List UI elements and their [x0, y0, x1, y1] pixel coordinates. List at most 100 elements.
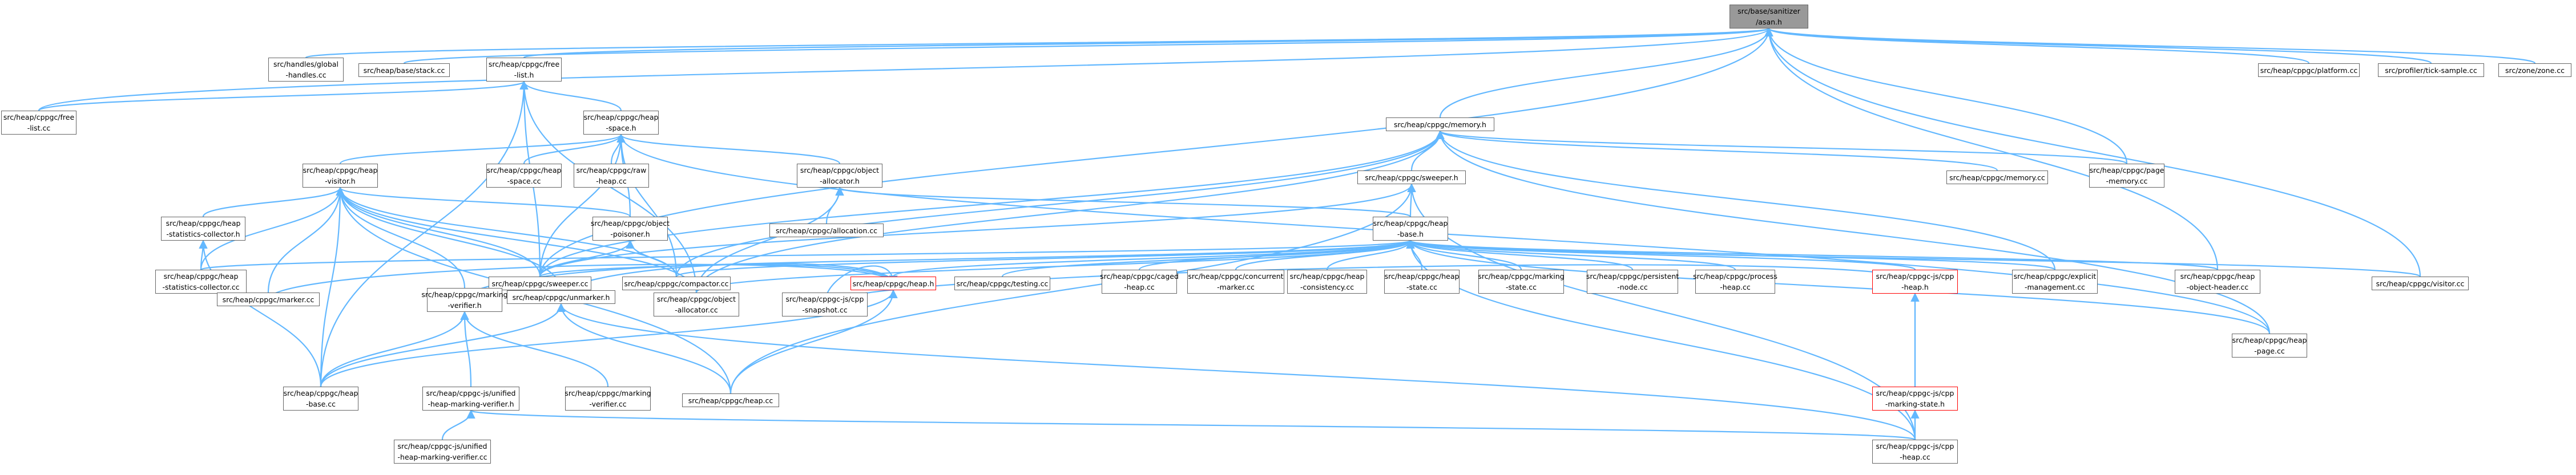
node-label: src/heap/cppgc/memory.cc: [1949, 173, 2045, 182]
node-label: src/base/sanitizer /asan.h: [1738, 7, 1800, 26]
node-object-allocator-h[interactable]: src/heap/cppgc/object -allocator.h: [797, 164, 882, 188]
node-asan[interactable]: src/base/sanitizer /asan.h: [1730, 5, 1808, 29]
node-label: src/heap/cppgc/object -poisoner.h: [590, 219, 670, 238]
node-cpp-heap-cc[interactable]: src/heap/cppgc-js/cpp -heap.cc: [1872, 440, 1958, 464]
node-heap-consistency-cc[interactable]: src/heap/cppgc/heap -consistency.cc: [1287, 270, 1367, 294]
node-stats-collector-cc[interactable]: src/heap/cppgc/heap -statistics-collecto…: [155, 270, 247, 294]
node-cpp-heap-h[interactable]: src/heap/cppgc-js/cpp -heap.h: [1872, 270, 1958, 294]
node-marking-state-cc[interactable]: src/heap/cppgc/marking -state.cc: [1478, 270, 1565, 294]
node-heap-page-cc[interactable]: src/heap/cppgc/heap -page.cc: [2232, 334, 2307, 358]
edge-page_memory_cc-to-memory_h: [1436, 130, 2128, 165]
edge-memory_h-to-asan: [1439, 27, 1773, 118]
node-memory-h[interactable]: src/heap/cppgc/memory.h: [1386, 117, 1494, 131]
edge-cpp_heap_cc-to-unmarker_h: [557, 303, 1916, 440]
node-label: src/heap/base/stack.cc: [363, 66, 445, 75]
node-free-list-h[interactable]: src/heap/cppgc/free -list.h: [486, 58, 562, 82]
node-compactor-cc[interactable]: src/heap/cppgc/compactor.cc: [622, 277, 731, 290]
node-label: src/heap/cppgc-js/unified -heap-marking-…: [397, 442, 487, 461]
node-label: src/heap/cppgc-js/cpp -snapshot.cc: [785, 295, 864, 314]
node-zone-cc[interactable]: src/zone/zone.cc: [2498, 63, 2571, 77]
edge-compactor_cc-to-heap_base_h: [675, 239, 1415, 278]
edge-caged_heap_cc-to-heap_base_h: [1138, 239, 1415, 271]
node-label: src/heap/cppgc/heap -state.cc: [1384, 272, 1460, 291]
node-label: src/zone/zone.cc: [2505, 66, 2565, 75]
edge-process_heap_cc-to-heap_base_h: [1406, 239, 1736, 271]
node-allocation-cc[interactable]: src/heap/cppgc/allocation.cc: [769, 224, 884, 237]
node-tick-sample[interactable]: src/profiler/tick-sample.cc: [2378, 63, 2484, 77]
node-label: src/heap/cppgc/persistent -node.cc: [1586, 272, 1679, 291]
node-raw-heap-cc[interactable]: src/heap/cppgc/raw -heap.cc: [574, 164, 649, 188]
node-label: src/heap/cppgc/heap -object-header.cc: [2180, 272, 2255, 291]
node-label: src/heap/cppgc/page -memory.cc: [2089, 166, 2164, 185]
node-label: src/heap/cppgc/object -allocator.h: [800, 166, 880, 185]
node-object-header-cc[interactable]: src/heap/cppgc/heap -object-header.cc: [2175, 270, 2260, 294]
node-stats-collector-h[interactable]: src/heap/cppgc/heap -statistics-collecto…: [161, 217, 245, 241]
node-sweeper-cc[interactable]: src/heap/cppgc/sweeper.cc: [489, 277, 591, 290]
node-unmarker-h[interactable]: src/heap/cppgc/unmarker.h: [507, 290, 615, 304]
edge-global_handles-to-asan: [305, 27, 1773, 59]
node-testing-cc[interactable]: src/heap/cppgc/testing.cc: [954, 277, 1050, 290]
edge-marker_cc-to-heap_h: [267, 263, 898, 300]
edge-object_allocator_cc-to-memory_h: [695, 130, 1445, 293]
node-marking-verifier-cc[interactable]: src/heap/cppgc/marking -verifier.cc: [565, 387, 651, 411]
node-label: src/heap/cppgc/sweeper.cc: [491, 279, 588, 288]
node-heap-cc[interactable]: src/heap/cppgc/heap.cc: [682, 393, 779, 407]
node-free-list-cc[interactable]: src/heap/cppgc/free -list.cc: [1, 111, 76, 135]
node-label: src/heap/cppgc/marking -state.cc: [1478, 272, 1565, 291]
node-label: src/heap/cppgc/explicit -management.cc: [2013, 272, 2097, 291]
node-visitor-cc[interactable]: src/heap/cppgc/visitor.cc: [2372, 277, 2469, 290]
node-heap-state-cc[interactable]: src/heap/cppgc/heap -state.cc: [1384, 270, 1460, 294]
node-platform-cc[interactable]: src/heap/cppgc/platform.cc: [2258, 63, 2360, 77]
node-heap-space-h[interactable]: src/heap/cppgc/heap -space.h: [583, 111, 659, 135]
edge-compactor_cc-to-memory_h: [675, 130, 1445, 277]
edge-object_allocator_cc-to-heap_base_h: [695, 239, 1415, 293]
node-label: src/heap/cppgc/platform.cc: [2260, 66, 2358, 75]
edge-stats_collector_cc-to-heap_visitor_h: [200, 186, 345, 270]
node-heap-visitor-h[interactable]: src/heap/cppgc/heap -visitor.h: [303, 164, 378, 188]
edge-free_list_cc-to-free_list_h: [38, 80, 529, 112]
node-label: src/heap/cppgc/heap -space.h: [583, 113, 659, 132]
node-label: src/handles/global -handles.cc: [273, 60, 338, 79]
node-object-poisoner-h[interactable]: src/heap/cppgc/object -poisoner.h: [590, 217, 670, 241]
node-label: src/heap/cppgc/concurrent -marker.cc: [1188, 272, 1284, 291]
node-persistent-node-cc[interactable]: src/heap/cppgc/persistent -node.cc: [1586, 270, 1679, 294]
node-page-memory-cc[interactable]: src/heap/cppgc/page -memory.cc: [2089, 164, 2164, 188]
node-label: src/heap/cppgc/unmarker.h: [512, 293, 610, 302]
edge-heap_base_cc-to-free_list_h: [320, 80, 529, 387]
node-label: src/heap/cppgc/heap -visitor.h: [303, 166, 378, 185]
node-global-handles[interactable]: src/handles/global -handles.cc: [268, 58, 344, 82]
node-caged-heap-cc[interactable]: src/heap/cppgc/caged -heap.cc: [1100, 270, 1179, 294]
node-label: src/heap/cppgc/compactor.cc: [624, 279, 729, 288]
node-label: src/heap/cppgc/free -list.cc: [3, 113, 75, 132]
node-marking-verifier-h[interactable]: src/heap/cppgc/marking -verifier.h: [421, 288, 508, 312]
edge-marker_cc-to-heap_visitor_h: [267, 186, 345, 293]
edge-unified_verifier_h-to-marking_verifier_h: [460, 311, 472, 387]
node-cpp-snapshot-cc[interactable]: src/heap/cppgc-js/cpp -snapshot.cc: [782, 293, 868, 316]
node-cpp-marking-state-h[interactable]: src/heap/cppgc-js/cpp -marking-state.h: [1872, 387, 1958, 411]
node-heap-space-cc[interactable]: src/heap/cppgc/heap -space.cc: [486, 164, 562, 188]
node-concurrent-marker-cc[interactable]: src/heap/cppgc/concurrent -marker.cc: [1187, 270, 1284, 294]
edge-visitor_cc-to-asan: [1764, 27, 2421, 277]
node-sweeper-h[interactable]: src/heap/cppgc/sweeper.h: [1357, 170, 1466, 184]
node-heap-h[interactable]: src/heap/cppgc/heap.h: [850, 277, 936, 290]
edge-heap_space_h-to-free_list_h: [519, 80, 622, 111]
node-unified-verifier-cc[interactable]: src/heap/cppgc-js/unified -heap-marking-…: [394, 440, 491, 464]
node-label: src/heap/cppgc/heap.h: [852, 279, 934, 288]
node-heap-base-cc[interactable]: src/heap/cppgc/heap -base.cc: [283, 387, 358, 411]
edge-object_allocator_cc-to-object_allocator_h: [695, 186, 844, 293]
node-heap-base-h[interactable]: src/heap/cppgc/heap -base.h: [1373, 217, 1448, 241]
edge-heap_base_cc-to-stats_collector_h: [199, 239, 322, 387]
node-memory-cc[interactable]: src/heap/cppgc/memory.cc: [1946, 170, 2048, 184]
node-base-stack[interactable]: src/heap/base/stack.cc: [358, 63, 450, 77]
edge-heap_space_cc-to-heap_space_h: [523, 133, 626, 164]
node-label: src/heap/cppgc/process -heap.cc: [1693, 272, 1777, 291]
node-unified-verifier-h[interactable]: src/heap/cppgc-js/unified -heap-marking-…: [422, 387, 519, 411]
node-label: src/profiler/tick-sample.cc: [2385, 66, 2477, 75]
node-marker-cc[interactable]: src/heap/cppgc/marker.cc: [217, 293, 320, 306]
node-explicit-mgmt-cc[interactable]: src/heap/cppgc/explicit -management.cc: [2012, 270, 2098, 294]
node-label: src/heap/cppgc/object -allocator.cc: [656, 295, 736, 314]
node-process-heap-cc[interactable]: src/heap/cppgc/process -heap.cc: [1693, 270, 1777, 294]
node-object-allocator-cc[interactable]: src/heap/cppgc/object -allocator.cc: [654, 293, 739, 316]
edge-platform_cc-to-asan: [1764, 27, 2310, 64]
edge-object_poisoner_h-to-heap_visitor_h: [336, 186, 631, 218]
